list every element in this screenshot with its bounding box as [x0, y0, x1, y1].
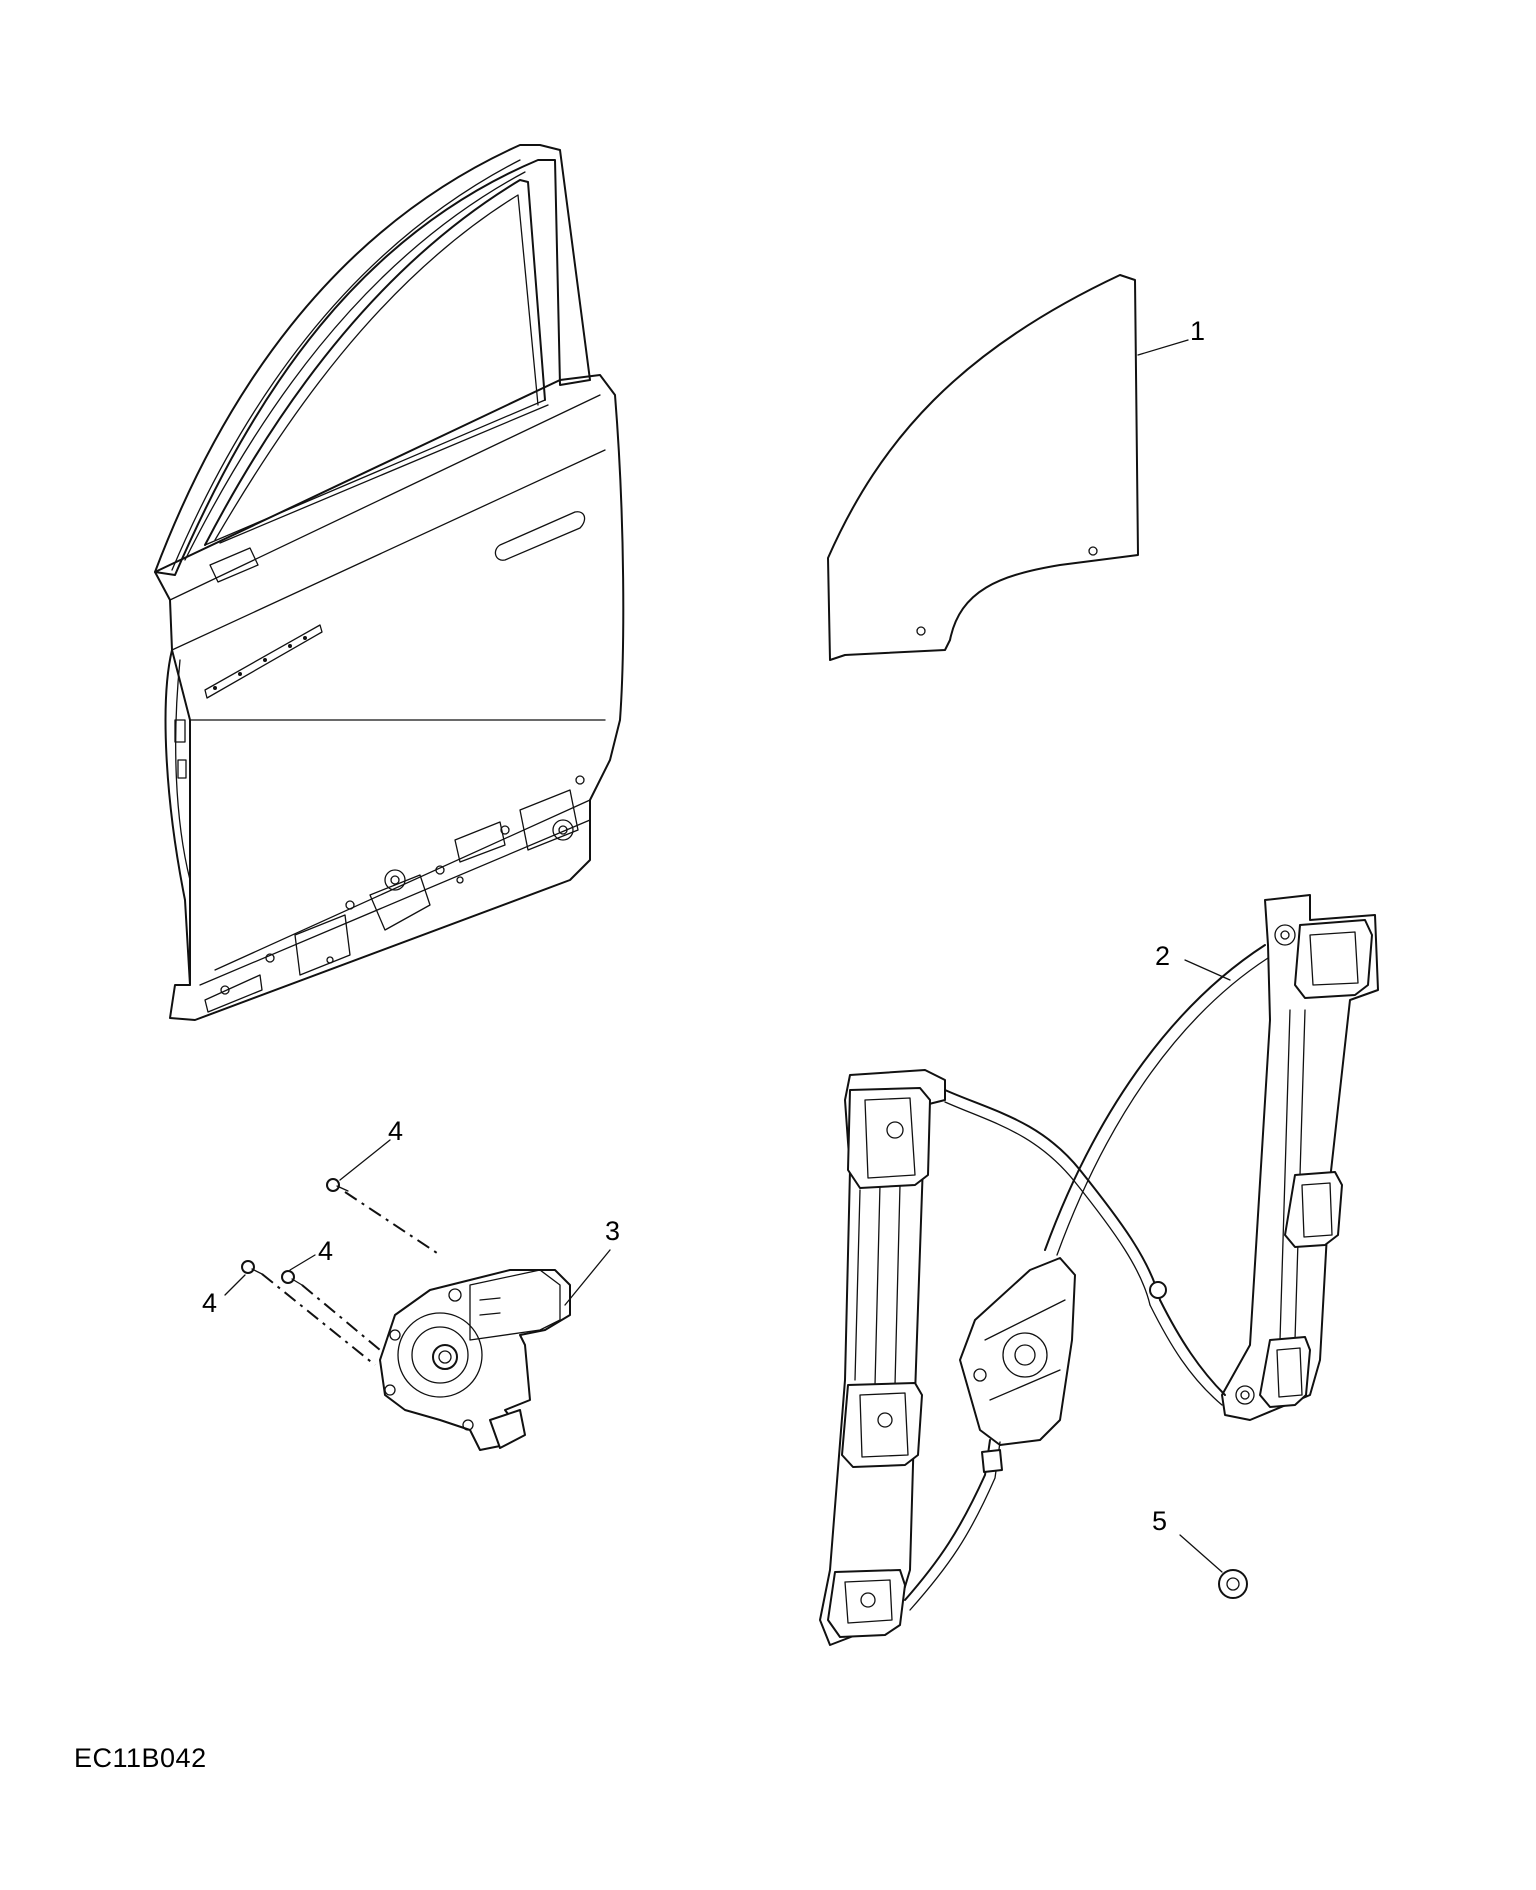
callout-4-top: 4 [388, 1116, 403, 1146]
screw-left [241, 1260, 376, 1366]
callout-3: 3 [605, 1216, 620, 1246]
callout-4-middle: 4 [318, 1236, 333, 1266]
callout-5: 5 [1152, 1506, 1167, 1536]
door-shell [154, 144, 625, 1021]
callout-4-left: 4 [202, 1288, 217, 1318]
regulator-motor [379, 1269, 571, 1451]
diagram-reference-code: EC11B042 [74, 1743, 207, 1773]
leader-lines [224, 339, 1231, 1573]
window-regulator [819, 894, 1379, 1646]
callout-1: 1 [1190, 316, 1205, 346]
callout-2: 2 [1155, 941, 1170, 971]
screw-top [326, 1178, 441, 1256]
screw-middle [281, 1270, 381, 1351]
nut [1218, 1569, 1248, 1599]
callout-labels: 1 2 3 4 4 4 5 [202, 316, 1205, 1536]
door-glass [827, 274, 1139, 661]
motor-screws [241, 1178, 441, 1366]
